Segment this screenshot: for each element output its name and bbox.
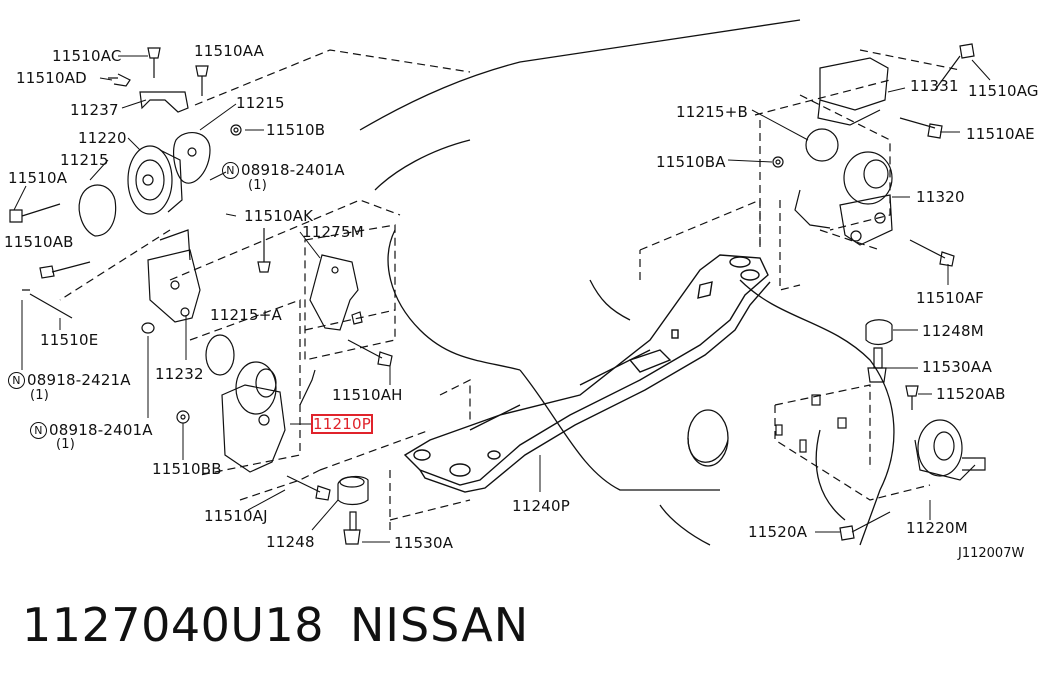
label-11510e: 11510E [40,331,99,349]
label-11237: 11237 [70,101,119,119]
label-11275m: 11275M [302,223,364,241]
label-11510bb: 11510BB [152,460,222,478]
label-11320: 11320 [916,188,965,206]
label-11510aj: 11510AJ [204,507,268,525]
label-11331: 11331 [910,77,959,95]
label-11510ak: 11510AK [244,207,314,225]
label-11248: 11248 [266,533,315,551]
part-number: 1127040U18 [22,598,325,652]
label-11210p-highlighted[interactable]: 11210P [311,414,373,434]
label-qty-top: (1) [248,178,268,193]
label-11510af: 11510AF [916,289,985,307]
label-11510ad: 11510AD [16,69,87,87]
diagram-reference: J112007W [958,546,1025,561]
label-11215-a: 11215+A [210,306,282,324]
label-11215-left: 11215 [60,151,109,169]
dashed-guides [59,49,961,530]
brand-name: NISSAN [350,598,530,652]
label-11232: 11232 [155,365,204,383]
label-11510ab: 11510AB [4,233,74,251]
label-11520ab: 11520AB [936,385,1006,403]
leader-lines [13,55,991,543]
circle-n-mark: N [222,162,239,179]
circle-n-mark: N [8,372,25,389]
label-qty-2401a-bot: (1) [56,437,76,452]
label-11510a: 11510A [8,169,68,187]
label-11510ba: 11510BA [656,153,726,171]
circle-n-mark: N [30,422,47,439]
label-text: 08918-2401A [49,421,153,439]
label-11215-top: 11215 [236,94,285,112]
left-mount-parts [9,47,393,545]
label-11520a: 11520A [748,523,808,541]
label-11530aa: 11530AA [922,358,993,376]
label-11510ag: 11510AG [968,82,1039,100]
label-11530a: 11530A [394,534,454,552]
crossmember-11240p [403,254,771,493]
label-11510b: 11510B [266,121,326,139]
label-11510ah: 11510AH [332,386,403,404]
label-11220: 11220 [78,129,127,147]
label-11510ae: 11510AE [966,125,1035,143]
label-11220m: 11220M [906,519,968,537]
label-text: 08918-2401A [241,161,345,179]
label-qty-2421a: (1) [30,388,50,403]
label-11240p: 11240P [512,497,570,515]
label-text: 08918-2421A [27,371,131,389]
right-mount-parts [772,43,986,541]
label-11510ac: 11510AC [52,47,122,65]
label-11215-b: 11215+B [676,103,748,121]
engine-outline [359,19,895,546]
label-11248m: 11248M [922,322,984,340]
label-11510aa: 11510AA [194,42,265,60]
